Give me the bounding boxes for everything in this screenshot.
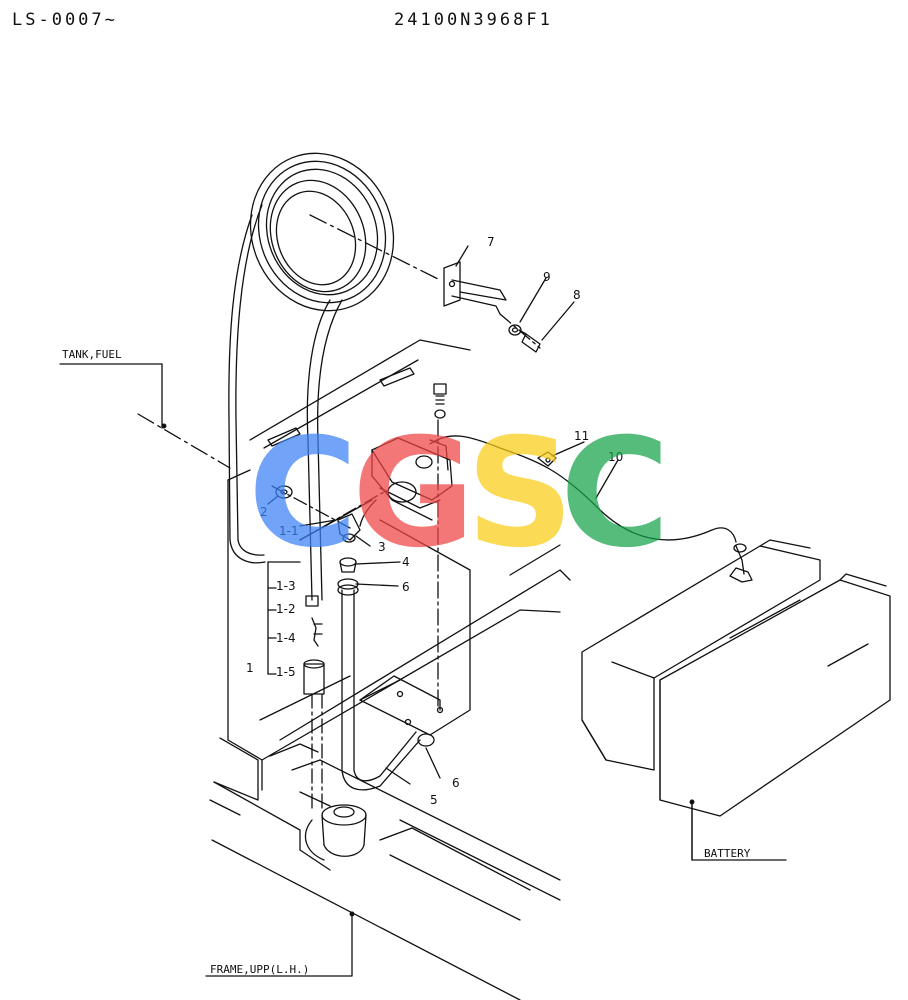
tank-outline	[213, 339, 571, 801]
part-number-3: 3	[378, 540, 386, 554]
part-number-6-lower: 6	[452, 776, 460, 790]
part-number-9: 9	[543, 270, 551, 284]
part-number-2: 2	[260, 505, 268, 519]
header-left-code: LS-0007~	[12, 10, 118, 30]
cable-10	[429, 435, 753, 583]
fuel-pipe-5	[341, 589, 435, 791]
fitting-2	[275, 485, 293, 499]
elbow-3	[337, 513, 361, 543]
part-number-6-upper: 6	[402, 580, 410, 594]
part-number-1-5: 1-5	[276, 665, 296, 679]
pump-bolt	[433, 383, 447, 419]
part-number-1-4: 1-4	[276, 631, 296, 645]
drawing-number: 24100N3968F1	[394, 10, 553, 30]
washer-9	[508, 324, 522, 336]
watermark-letter-g: G	[352, 407, 475, 581]
part-number-1-1: 1-1	[279, 524, 299, 538]
frame-outline	[209, 743, 561, 1000]
clip-11	[537, 451, 557, 467]
bracket-7	[443, 261, 507, 315]
part-number-5: 5	[430, 793, 438, 807]
pump-bracket	[299, 419, 471, 736]
label-battery: BATTERY	[704, 847, 751, 860]
part-number-1-2: 1-2	[276, 602, 296, 616]
fuel-pump	[359, 437, 453, 527]
watermark-letter-s: S	[466, 407, 574, 581]
filter-element	[304, 804, 367, 861]
strainer-parts	[303, 595, 325, 811]
watermark-letter-c2: C	[560, 407, 670, 581]
part-number-1-3: 1-3	[276, 579, 296, 593]
hose-clamp-6-upper	[337, 578, 359, 596]
part-number-10: 10	[608, 450, 623, 464]
watermark-letter-c1: C	[248, 407, 358, 581]
label-frame-upp: FRAME,UPP(L.H.)	[210, 963, 309, 976]
hose-coil	[228, 152, 395, 601]
battery-block	[581, 539, 891, 861]
fitting-4	[339, 557, 357, 573]
part-number-7: 7	[487, 235, 495, 249]
part-number-4: 4	[402, 555, 410, 569]
part-number-8: 8	[573, 288, 581, 302]
part-number-1: 1	[246, 661, 254, 675]
part-number-11: 11	[574, 429, 589, 443]
label-tank-fuel: TANK,FUEL	[62, 348, 122, 361]
watermark: C G S C	[248, 407, 670, 581]
